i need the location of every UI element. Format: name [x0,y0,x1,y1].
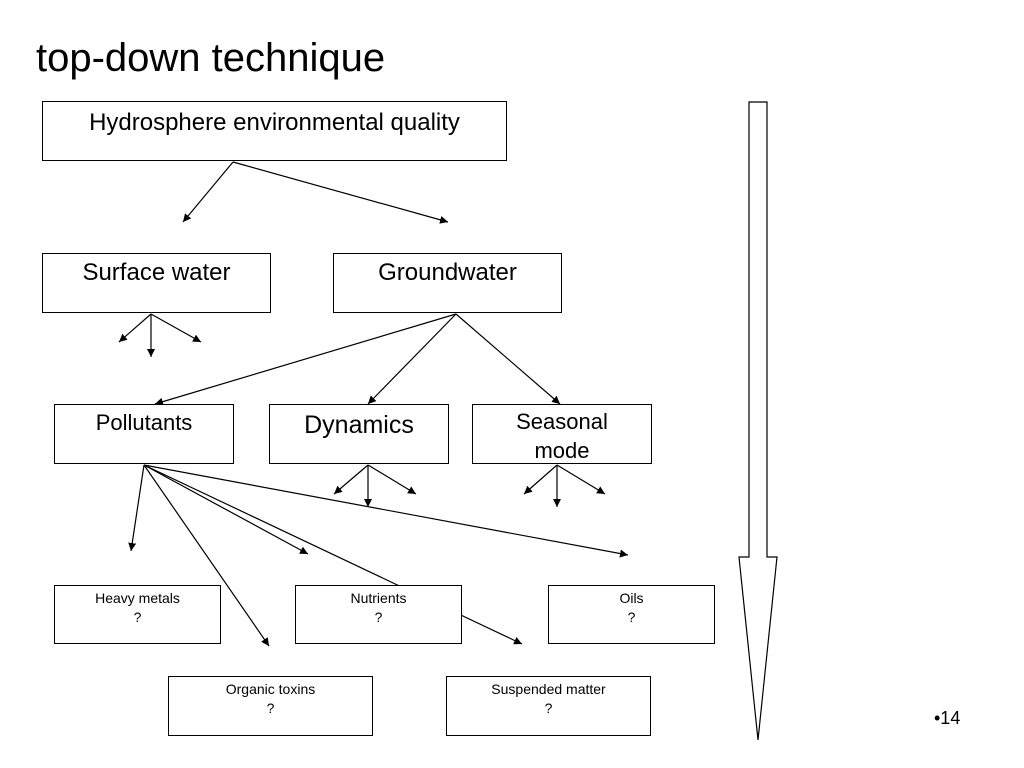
node-dynamics-label: Dynamics [304,411,414,439]
slide-number: •14 [934,708,961,728]
node-surface-water: Surface water [42,253,271,313]
node-pollutants: Pollutants [54,404,234,464]
node-seasonal-mode: Seasonal mode [472,404,652,464]
arrow-root-to-groundwater [232,161,449,224]
node-oils-label: Oils [619,590,644,606]
node-groundwater-label: Groundwater [378,259,517,286]
arrow-dynamics-left [333,464,369,495]
arrow-pollutants-to-organic-toxins [143,464,270,647]
node-nutrients: Nutrients ? [295,585,462,644]
arrow-seasonal-right [556,464,606,495]
arrow-seasonal-left [523,464,558,495]
arrow-surface-water-right [150,313,202,343]
node-heavy-metals-value: ? [133,609,142,625]
arrow-dynamics-right [367,464,417,495]
node-suspended-matter-label: Suspended matter [491,681,606,697]
node-dynamics: Dynamics [269,404,449,464]
arrow-groundwater-to-pollutants [154,313,457,406]
node-surface-water-label: Surface water [82,259,231,286]
arrow-pollutants-to-heavy-metals [128,464,145,552]
slide-title: top-down technique [36,36,386,80]
node-oils-value: ? [627,609,636,625]
node-suspended-matter: Suspended matter ? [446,676,651,736]
node-organic-toxins-label: Organic toxins [225,681,316,697]
arrow-root-to-surface-water [182,161,234,223]
node-heavy-metals-label: Heavy metals [95,590,180,606]
arrow-pollutants-to-oils [143,464,629,558]
process-direction-arrow [738,101,778,741]
node-seasonal-mode-label: Seasonal mode [516,409,608,463]
node-heavy-metals: Heavy metals ? [54,585,221,644]
node-organic-toxins: Organic toxins ? [168,676,373,736]
node-nutrients-label: Nutrients [350,590,407,606]
node-root-label: Hydrosphere environmental quality [89,109,460,136]
arrow-groundwater-to-dynamics [367,313,457,405]
node-pollutants-label: Pollutants [95,410,193,435]
arrow-groundwater-to-seasonal-mode [455,313,561,405]
node-oils: Oils ? [548,585,715,644]
arrow-pollutants-to-nutrients [143,464,309,555]
node-root: Hydrosphere environmental quality [42,101,507,161]
node-suspended-matter-value: ? [544,700,553,716]
node-nutrients-value: ? [374,609,383,625]
arrow-surface-water-left [118,313,152,343]
node-organic-toxins-value: ? [266,700,275,716]
node-groundwater: Groundwater [333,253,562,313]
